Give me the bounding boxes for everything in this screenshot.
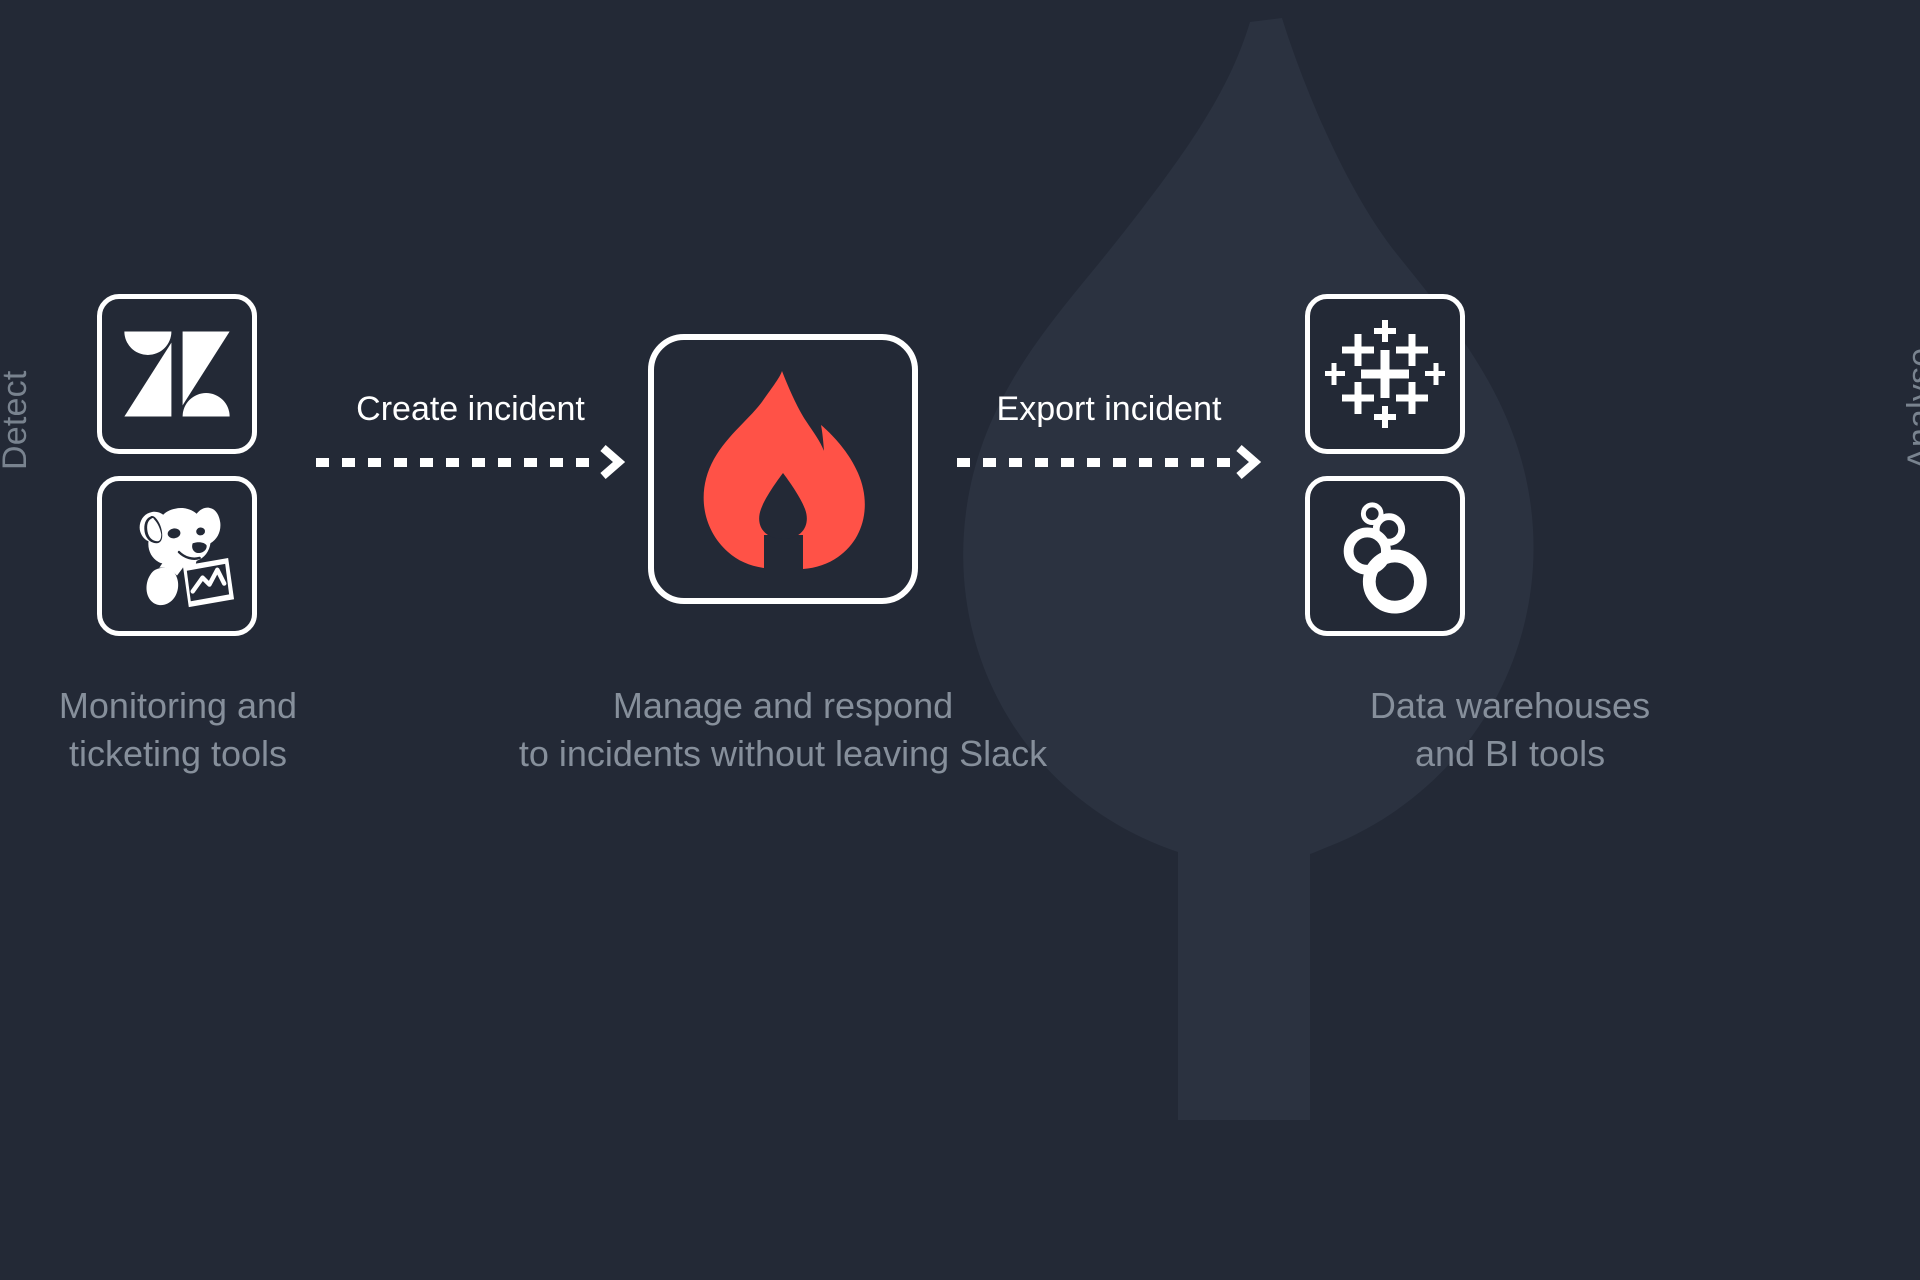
caption-data-warehouses: Data warehouses and BI tools xyxy=(1369,685,1651,775)
tile-tableau[interactable] xyxy=(1305,294,1465,454)
tile-zendesk[interactable] xyxy=(97,294,257,454)
connector-create-incident-arrow xyxy=(316,445,625,479)
stage-right-tiles xyxy=(1305,294,1465,636)
tile-datadog[interactable] xyxy=(97,476,257,636)
arrow-right-icon xyxy=(1235,445,1261,479)
connector-create-incident-label: Create incident xyxy=(356,390,585,428)
tile-looker[interactable] xyxy=(1305,476,1465,636)
zendesk-icon xyxy=(121,318,233,430)
connector-create-incident: Create incident xyxy=(316,390,625,479)
tile-incident-io[interactable] xyxy=(648,334,918,604)
caption-manage-respond: Manage and respond to incidents without … xyxy=(518,685,1048,775)
caption-monitoring-tools: Monitoring and ticketing tools xyxy=(58,685,298,775)
arrow-right-icon xyxy=(599,445,625,479)
tableau-icon xyxy=(1325,314,1445,434)
datadog-icon xyxy=(118,497,236,615)
connector-export-incident-label: Export incident xyxy=(996,390,1222,428)
stage-left-tiles xyxy=(97,294,257,636)
looker-icon xyxy=(1326,497,1444,615)
connector-export-incident-arrow xyxy=(957,445,1261,479)
connector-export-incident: Export incident xyxy=(957,390,1261,479)
background-flame-watermark xyxy=(930,0,1570,1120)
stage-center-tiles xyxy=(648,334,918,604)
incident-flame-icon xyxy=(690,369,876,569)
dotted-line xyxy=(316,457,596,467)
dotted-line xyxy=(957,457,1232,467)
